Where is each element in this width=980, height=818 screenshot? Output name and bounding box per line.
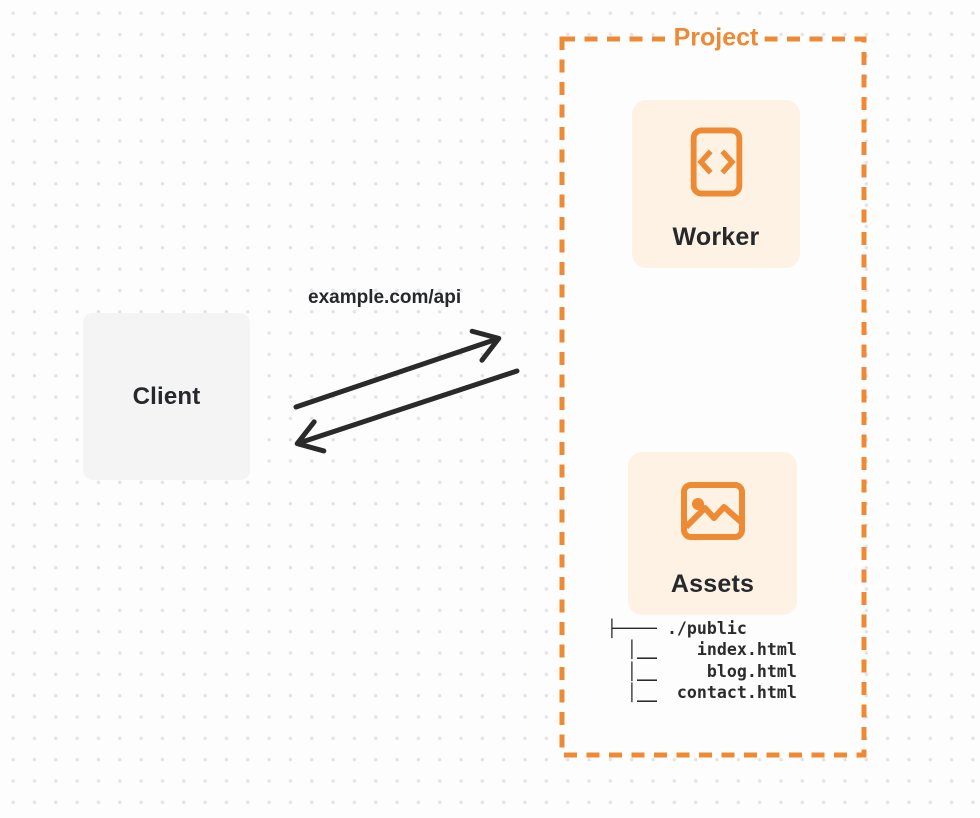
client-label: Client bbox=[132, 382, 201, 410]
request-arrow bbox=[293, 328, 502, 410]
worker-node: Worker bbox=[632, 100, 800, 268]
worker-label: Worker bbox=[672, 223, 760, 251]
assets-file-tree: ├──── ./public │__ index.html │__ blog.h… bbox=[607, 619, 797, 702]
client-node: Client bbox=[83, 313, 250, 480]
image-icon bbox=[680, 482, 745, 540]
response-arrow bbox=[294, 368, 520, 454]
code-file-icon bbox=[690, 127, 742, 197]
assets-node: Assets bbox=[628, 452, 797, 615]
assets-label: Assets bbox=[670, 570, 755, 598]
request-url-label: example.com/api bbox=[308, 287, 462, 308]
project-label: Project bbox=[667, 23, 765, 53]
